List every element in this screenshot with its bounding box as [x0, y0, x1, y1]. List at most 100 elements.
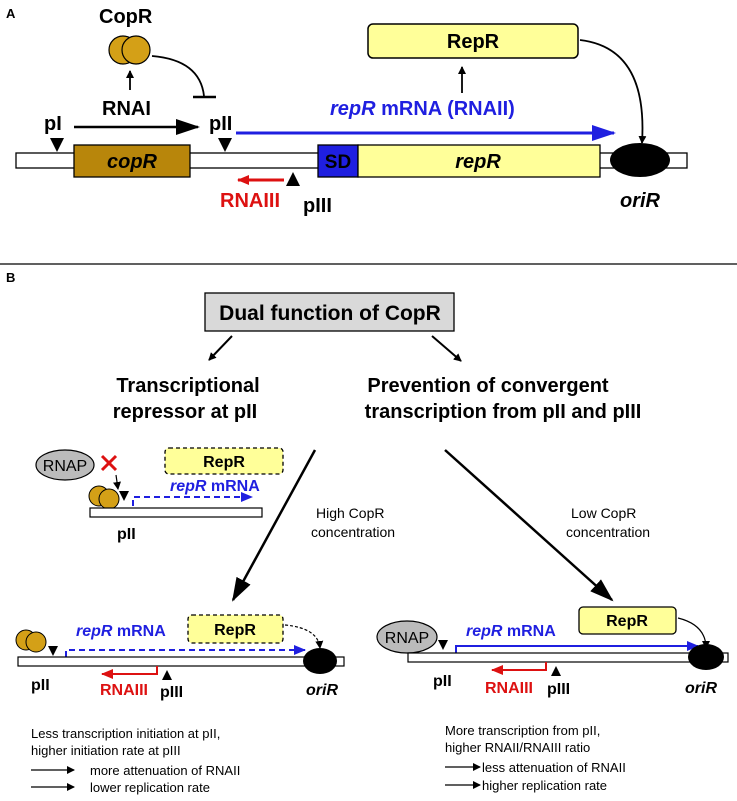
repr-protein-label: RepR [447, 31, 500, 53]
pii-marker [218, 138, 232, 152]
low-repr-box [578, 606, 677, 635]
orir-label: oriR [620, 190, 661, 212]
high-effect1: more attenuation of RNAII [90, 763, 240, 778]
inset-mrna-rest: mRNA [206, 478, 260, 495]
low-note-line2: higher RNAII/RNAIII ratio [445, 740, 590, 755]
low-label-line1: Low CopR [571, 505, 636, 521]
low-rnaiii-arrow [491, 662, 547, 675]
orir-ellipse [610, 143, 670, 177]
high-pii-marker [48, 646, 58, 656]
panel-b: B Dual function of CopR Transcriptional … [6, 270, 729, 795]
inset-rnap-ellipse [35, 449, 95, 481]
copr-protein-icon [108, 35, 151, 65]
mrna-label-rest: mRNA (RNAII) [376, 98, 515, 120]
low-piii-marker [551, 666, 561, 676]
low-repr-arrow [677, 617, 710, 649]
low-effect2: higher replication rate [482, 778, 607, 793]
mrna-label-italic: repR [330, 98, 376, 120]
high-mrna-rest: mRNA [112, 623, 166, 640]
high-piii-label: pIII [160, 684, 183, 701]
high-mrna-arrow [65, 645, 306, 657]
low-copr-diagram: RNAP repR mRNA RepR pII RNAIII pIII oriR… [376, 606, 729, 793]
pii-label: pII [209, 113, 232, 135]
inset-pii-marker [119, 491, 129, 501]
title-left-arrow [208, 335, 233, 361]
high-repr-box [187, 614, 284, 644]
high-note-line1: Less transcription initiation at pII, [31, 726, 220, 741]
high-repr-arrow [284, 624, 324, 649]
low-note-line1: More transcription from pII, [445, 723, 600, 738]
high-copr-icon [15, 629, 47, 653]
high-copr-diagram: repR mRNA RepR pII RNAIII pIII oriR Less… [15, 614, 345, 795]
high-orir-ellipse [303, 648, 337, 674]
piii-label: pIII [303, 195, 332, 217]
low-effect1: less attenuation of RNAII [482, 760, 626, 775]
high-repr-label: RepR [214, 622, 256, 639]
high-dna-bar [17, 656, 345, 667]
dual-function-box [204, 292, 455, 332]
high-effect2: lower replication rate [90, 780, 210, 795]
high-mrna-label: repR mRNA [76, 623, 166, 640]
low-mrna-arrow [455, 641, 699, 653]
low-pii-marker [438, 640, 448, 650]
inset-rnap-label: RNAP [43, 458, 87, 475]
low-dna-bar [407, 652, 729, 663]
low-rnaiii-label: RNAIII [485, 680, 533, 697]
repr-to-orir-arrow [579, 39, 647, 144]
high-pii-label: pII [31, 677, 50, 694]
low-mrna-rest: mRNA [502, 623, 556, 640]
copr-gene-box [73, 144, 191, 178]
high-branch-arrow [231, 449, 317, 602]
low-orir-ellipse [688, 644, 724, 670]
low-pii-label: pII [433, 673, 452, 690]
high-rnaiii-label: RNAIII [100, 682, 148, 699]
block-x-icon [100, 454, 118, 472]
inset-dna-bar [89, 507, 263, 518]
inset-repr-label: RepR [203, 454, 245, 471]
high-orir-label: oriR [306, 682, 338, 699]
pi-label: pI [44, 113, 62, 135]
high-label-line2: concentration [311, 524, 395, 540]
right-heading-line1: Prevention of convergent [367, 375, 608, 397]
repr-protein-box [367, 23, 579, 59]
low-piii-label: pIII [547, 681, 570, 698]
right-heading-line2: transcription from pII and pIII [365, 401, 642, 423]
low-mrna-italic: repR [466, 623, 503, 640]
left-heading-line2: repressor at pII [113, 401, 258, 423]
inset-rnap-arrow [113, 474, 121, 490]
high-note-line2: higher initiation rate at pIII [31, 743, 181, 758]
high-piii-marker [162, 670, 172, 680]
pi-marker [50, 138, 64, 152]
low-repr-label: RepR [606, 613, 648, 630]
mrna-label: repR mRNA (RNAII) [330, 98, 515, 120]
title-right-arrow [431, 335, 462, 362]
piii-marker [286, 172, 300, 186]
repressor-inset: RNAP RepR repR mRNA pII [35, 447, 284, 543]
high-mrna-italic: repR [76, 623, 113, 640]
panel-a-label: A [6, 6, 16, 21]
low-rnap-label: RNAP [385, 630, 429, 647]
low-rnap-ellipse [376, 620, 438, 654]
high-label-line1: High CopR [316, 505, 384, 521]
left-heading-line1: Transcriptional [116, 375, 259, 397]
inset-copr-icon [88, 485, 120, 510]
inset-mrna-arrow [132, 492, 253, 506]
copr-gene-label: copR [107, 151, 158, 173]
rnai-label: RNAI [102, 98, 151, 120]
inset-mrna-label: repR mRNA [170, 478, 260, 495]
dual-function-title: Dual function of CopR [219, 302, 441, 325]
low-branch-arrow [444, 449, 614, 602]
low-orir-label: oriR [685, 680, 717, 697]
copr-protein-label: CopR [99, 6, 153, 28]
panel-b-label: B [6, 270, 15, 285]
panel-a: A CopR RNAI pI pII RepR repR mRNA (RNAII… [6, 6, 688, 217]
inset-repr-box [164, 447, 284, 475]
repr-gene-label: repR [455, 151, 501, 173]
rnaiii-label: RNAIII [220, 190, 280, 212]
inset-mrna-italic: repR [170, 478, 207, 495]
low-mrna-label: repR mRNA [466, 623, 556, 640]
low-label-line2: concentration [566, 524, 650, 540]
high-rnaiii-arrow [101, 666, 158, 679]
sd-label: SD [325, 152, 351, 173]
